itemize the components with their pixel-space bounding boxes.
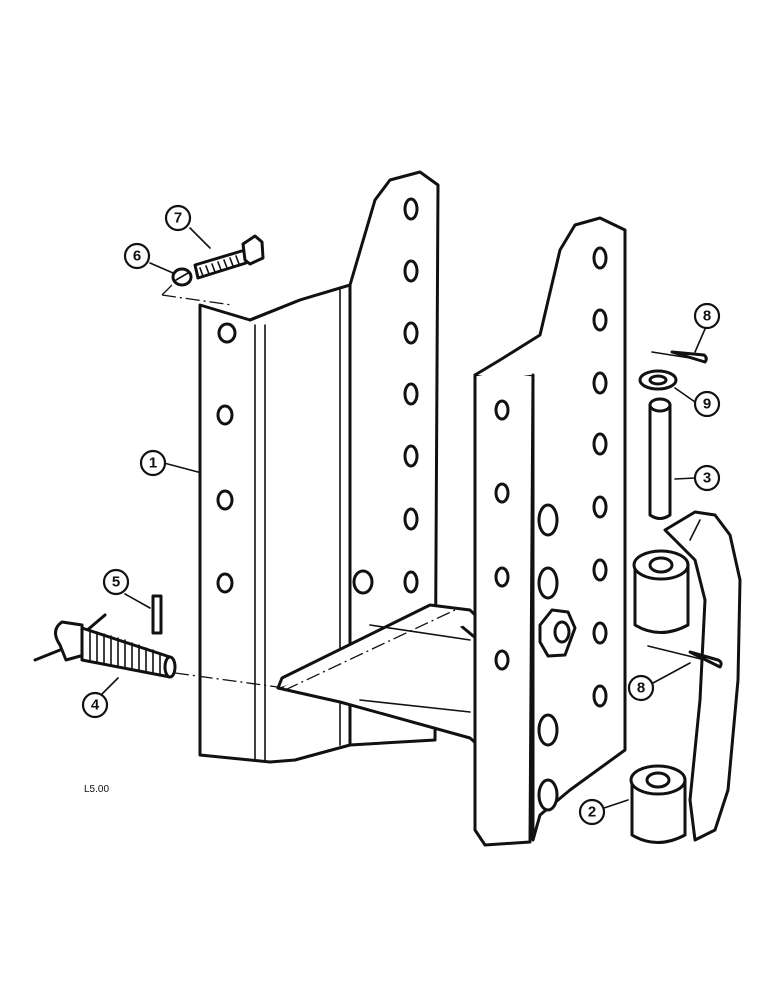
split-pin-top bbox=[651, 350, 708, 364]
washer bbox=[638, 369, 678, 391]
plate-hole bbox=[403, 444, 419, 468]
lower-hinge-sleeve bbox=[629, 764, 687, 844]
hinge-boss bbox=[537, 503, 559, 812]
assembly-line-screw bbox=[174, 672, 286, 689]
plate-hole bbox=[592, 246, 608, 270]
hinge-pin bbox=[648, 397, 672, 520]
callout-label: 8 bbox=[703, 308, 711, 325]
plate-hole bbox=[216, 489, 234, 511]
callout-label: 4 bbox=[91, 697, 100, 714]
roll-pin bbox=[151, 594, 163, 635]
plate-hole bbox=[216, 572, 234, 594]
adjuster-screw bbox=[33, 613, 177, 679]
plate-hole bbox=[592, 558, 608, 582]
plate-hole bbox=[592, 371, 608, 395]
plate-hole bbox=[592, 621, 608, 645]
plate-hole bbox=[217, 322, 237, 344]
callout-8-top: 8 bbox=[693, 302, 721, 330]
plate-hole bbox=[592, 684, 608, 708]
plate-hole bbox=[403, 259, 419, 283]
plate-hole bbox=[403, 321, 419, 345]
callout-7: 7 bbox=[164, 204, 192, 232]
right-bracket-plate bbox=[473, 216, 627, 847]
leader-lines bbox=[99, 227, 706, 809]
callout-1: 1 bbox=[139, 449, 167, 477]
callout-label: 9 bbox=[703, 396, 711, 413]
plate-hole bbox=[216, 404, 234, 426]
callout-8-lower: 8 bbox=[627, 674, 655, 702]
callout-label: 6 bbox=[133, 248, 141, 265]
left-bracket-plate bbox=[198, 170, 440, 764]
plate-hole bbox=[494, 482, 510, 504]
plate-hole bbox=[403, 197, 419, 221]
split-pin-lower bbox=[647, 645, 723, 669]
upper-hinge-sleeve bbox=[632, 549, 690, 634]
callout-label: 8 bbox=[637, 680, 645, 697]
plate-hole bbox=[494, 566, 510, 588]
callout-label: 5 bbox=[112, 574, 120, 591]
assembly-line-bolt bbox=[161, 294, 233, 306]
callout-3: 3 bbox=[693, 464, 721, 492]
plate-hole bbox=[403, 507, 419, 531]
callout-label: 2 bbox=[588, 804, 596, 821]
plate-hole bbox=[352, 569, 374, 595]
latch-hook bbox=[629, 510, 742, 844]
assembly-line-bolt-2 bbox=[161, 284, 173, 296]
plate-hole bbox=[403, 382, 419, 406]
lock-washer bbox=[171, 267, 193, 287]
bolt bbox=[193, 234, 265, 280]
callout-9: 9 bbox=[693, 390, 721, 418]
plate-hole bbox=[592, 495, 608, 519]
callout-6: 6 bbox=[123, 242, 151, 270]
plate-hole bbox=[494, 399, 510, 421]
callout-5: 5 bbox=[102, 568, 130, 596]
callout-label: 1 bbox=[149, 455, 157, 472]
plate-hole bbox=[403, 570, 419, 594]
reference-code: L5.00 bbox=[84, 784, 109, 795]
callout-label: 3 bbox=[703, 470, 711, 487]
callout-2: 2 bbox=[578, 798, 606, 826]
plate-hole bbox=[592, 308, 608, 332]
plate-hole bbox=[494, 649, 510, 671]
callout-label: 7 bbox=[174, 210, 182, 227]
callout-4: 4 bbox=[81, 691, 109, 719]
shaft-nut bbox=[538, 608, 577, 658]
plate-hole bbox=[592, 432, 608, 456]
